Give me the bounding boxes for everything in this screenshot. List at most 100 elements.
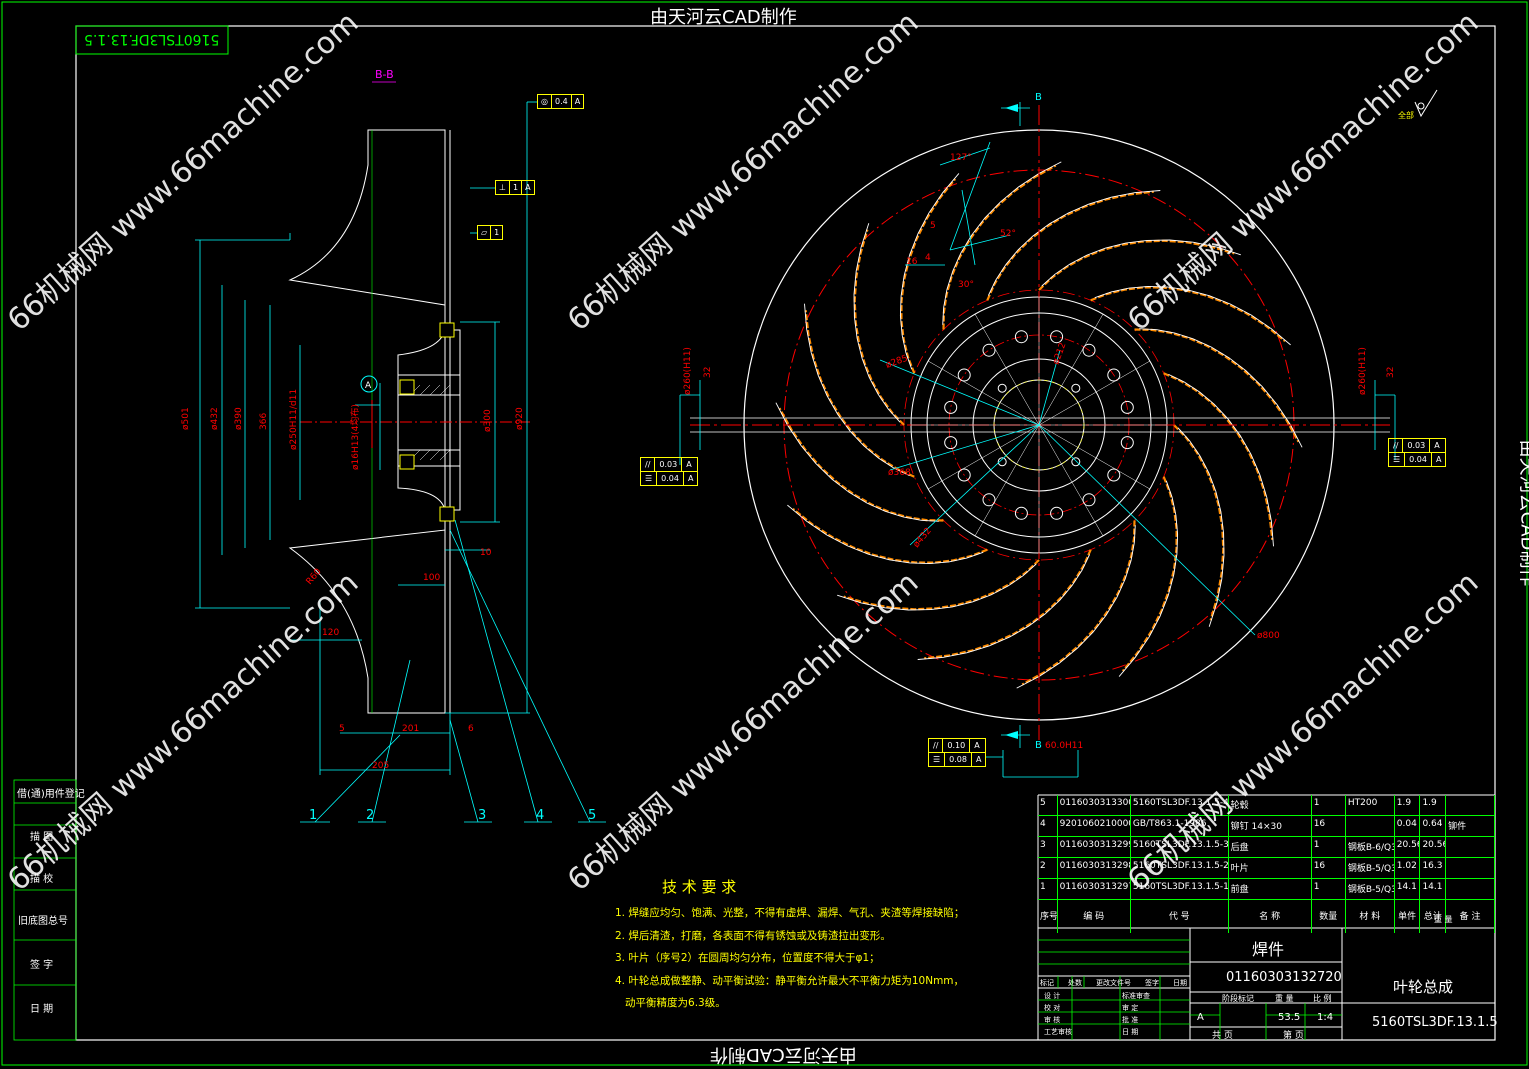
svg-text:全部: 全部 (1398, 110, 1414, 120)
tol-val: 0.04 (657, 472, 684, 485)
hub-hole (997, 383, 1007, 393)
bom-cell: 1.02 (1395, 858, 1421, 878)
balloon-4: 4 (536, 808, 545, 823)
sign-label: 审 核 (1044, 1016, 1061, 1024)
svg-text:5: 5 (930, 221, 936, 231)
sign-label: 日 期 (1122, 1028, 1139, 1036)
svg-text:ø800: ø800 (1257, 631, 1280, 641)
rev-label: 更改文件号 (1096, 979, 1131, 987)
tol-ref: A (525, 183, 531, 192)
bom-cell: 01160303132980 (1058, 858, 1131, 878)
rivet-hole (1107, 468, 1121, 482)
bom-row: 1011603031329705160TSL3DF.13.1.5-1前盘1钢板B… (1038, 879, 1495, 900)
bom-cell: 前盘 (1229, 879, 1312, 899)
bom-header-cell: 编 码 (1058, 900, 1131, 933)
tech-item: 1. 焊缝应均匀、饱满、光整，不得有虚焊、漏焊、气孔、夹渣等焊接缺陷； (615, 907, 965, 919)
svg-text:ø920: ø920 (515, 407, 525, 430)
bom-cell: 5160TSL3DF.13.1.5-2 (1131, 858, 1229, 878)
svg-text:ø368: ø368 (888, 468, 911, 478)
bom-cell: 4 (1038, 816, 1058, 836)
header-title: 由天河云CAD制作 (650, 7, 797, 28)
bom-cell: HT200 (1346, 795, 1395, 815)
bom-cell: 1 (1312, 879, 1346, 899)
bom-header-cell: 序号 (1038, 900, 1058, 933)
svg-text:30°: 30° (958, 280, 974, 290)
col-label: 重 量 (1275, 994, 1294, 1003)
tol-val: 0.10 (943, 739, 971, 752)
hub-hole (997, 457, 1007, 467)
bom-cell: 5160TSL3DF.13.1.5-3 (1131, 837, 1229, 857)
bom-cell: 钢板B-5/Q345B (1346, 858, 1395, 878)
tol-ref: A (687, 474, 694, 483)
blade (843, 559, 1040, 611)
blade (778, 407, 944, 522)
rivet-hole (957, 468, 971, 482)
svg-text:127°: 127° (950, 153, 972, 163)
col-label: 比 例 (1313, 994, 1332, 1003)
rivet-hole (1014, 330, 1028, 344)
bom-cell (1446, 795, 1495, 815)
bom-row: 3011603031329905160TSL3DF.13.1.5-3后盘1钢板B… (1038, 837, 1495, 858)
sign-label: 工艺审核 (1044, 1028, 1072, 1036)
bom-cell: 钢板B-5/Q345B (1346, 879, 1395, 899)
blade (924, 549, 1092, 660)
blade-edge (942, 161, 1062, 325)
drawing-code-box: 5160TSL3DF.13.1.5 (84, 31, 220, 47)
rivet-hole (1082, 343, 1096, 357)
footer-title: 由天河云CAD制作 (710, 1044, 857, 1065)
tol-sym: // (1389, 439, 1404, 452)
blade (1134, 328, 1300, 443)
sign-label: 批 准 (1122, 1016, 1139, 1024)
bom-weight-label: 重 量 (1434, 915, 1453, 924)
bom-cell: 16 (1312, 816, 1346, 836)
bom-cell: GB/T863.1-1986 (1131, 816, 1229, 836)
blade-edge (987, 190, 1161, 296)
title-scale: 1:4 (1317, 1012, 1334, 1023)
bom-header-row: 序号编 码代 号名 称数量材 料单件总计备 注 (1038, 900, 1495, 933)
construction-line (974, 424, 1040, 537)
tol-frames-right: // 0.03 A ☰ 0.04 A (1388, 438, 1447, 467)
bom-cell: 铆钉 14×30 (1229, 816, 1312, 836)
left-block-label: 签 字 (30, 960, 54, 971)
construction-line (1038, 424, 1151, 490)
construction-line (1038, 424, 1104, 537)
title-name: 叶轮总成 (1393, 978, 1454, 996)
blade-edge (1016, 525, 1136, 689)
left-block-label: 借(通)用件登记 (17, 789, 85, 800)
blade (1090, 286, 1286, 343)
tol-ref: A (974, 741, 980, 750)
bom-cell: 01160303132970 (1058, 879, 1131, 899)
rivet-hole (1014, 506, 1028, 520)
svg-text:52°: 52° (1000, 229, 1016, 239)
rev-label: 日期 (1173, 979, 1187, 987)
tech-title: 技 术 要 求 (662, 878, 737, 896)
svg-text:4: 4 (925, 253, 931, 263)
svg-text:6: 6 (468, 724, 474, 734)
tol-ref: A (1435, 455, 1442, 464)
blade-edge (1094, 285, 1291, 346)
hub-hole (1071, 457, 1081, 467)
blade-edge (775, 402, 939, 522)
construction-line (927, 424, 1040, 490)
bom-cell: 叶片 (1229, 858, 1312, 878)
rivet-hole (944, 400, 958, 414)
impeller-front-view (690, 105, 1390, 740)
svg-text:205: 205 (372, 761, 389, 771)
blade-edge (1139, 328, 1303, 448)
construction-line (1038, 360, 1151, 426)
blade-edge (787, 504, 984, 565)
blade (986, 190, 1154, 301)
hub-hole (1071, 383, 1081, 393)
bom-cell: 铆件 (1446, 816, 1495, 836)
tol-sym: ☰ (641, 472, 658, 485)
balloon-5: 5 (588, 808, 597, 823)
blade (1021, 520, 1136, 686)
blade-edge (1168, 373, 1274, 547)
svg-text:10: 10 (480, 548, 492, 558)
bom-header-cell: 材 料 (1346, 900, 1395, 933)
rivet-hole (944, 436, 958, 450)
svg-text:ø260(H11): ø260(H11) (1358, 347, 1368, 395)
blade (1038, 239, 1235, 291)
svg-text:ø260(H11): ø260(H11) (683, 347, 693, 395)
blade (1173, 424, 1225, 621)
